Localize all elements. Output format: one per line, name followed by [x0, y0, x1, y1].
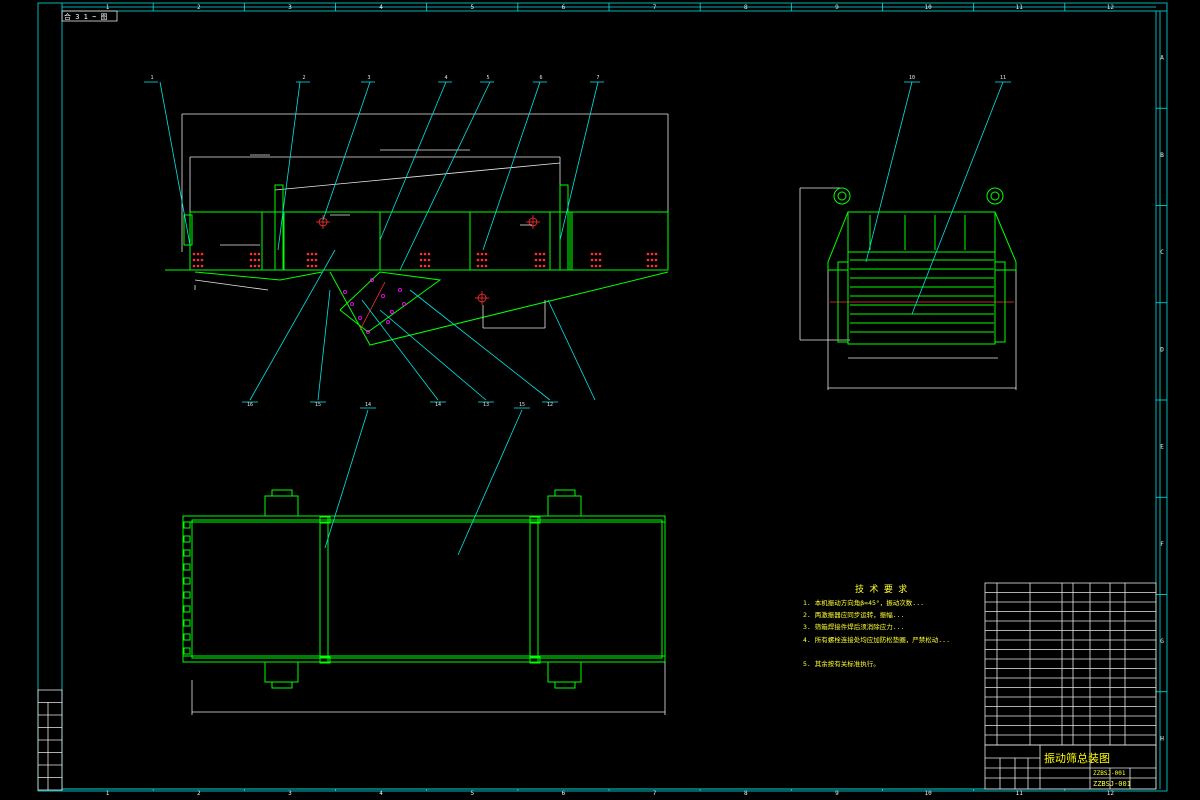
side-callout-label: 11 — [1000, 75, 1006, 81]
tech-note-2: 2. 两激振器应同步运转，振幅... — [803, 610, 904, 619]
zone-right-label: E — [1160, 444, 1164, 451]
zone-top-label: 8 — [744, 4, 748, 11]
side-callout-label: 10 — [909, 75, 915, 81]
zone-bottom-label: 4 — [379, 790, 383, 797]
zone-bottom-label: 11 — [1016, 790, 1024, 797]
zone-bottom-label: 7 — [653, 790, 657, 797]
zone-top-label: 6 — [562, 4, 566, 11]
zone-right-label: F — [1160, 541, 1164, 548]
corner-tag-box — [61, 10, 118, 22]
front-callout-label: 2 — [302, 75, 305, 81]
zone-bottom-label: 3 — [288, 790, 292, 797]
inner-frame — [61, 10, 1157, 790]
tech-note-3: 3. 筛箱焊接件焊后须消除应力... — [803, 622, 904, 631]
zone-right-label: C — [1160, 249, 1164, 256]
title-block: 振动筛总装图 ZZBSJ-001 ZZBSJ-001 — [984, 744, 1157, 790]
zone-bottom-label: 9 — [835, 790, 839, 797]
front-callout-label: 7 — [596, 75, 599, 81]
zone-top-label: 2 — [197, 4, 201, 11]
zone-bottom-label: 8 — [744, 790, 748, 797]
front-callout-bottom-label: 14 — [435, 402, 441, 408]
tech-note-1: 1. 本机振动方向角β=45°，振动次数... — [803, 598, 924, 607]
front-callout-label: 6 — [539, 75, 542, 81]
front-callout-bottom-label: 13 — [483, 402, 489, 408]
tech-note-5: 5. 其余按有关标准执行。 — [803, 659, 880, 668]
zone-top-label: 3 — [288, 4, 292, 11]
side-view: 10 11 — [799, 75, 1017, 390]
vibrator-marks — [316, 215, 540, 305]
zone-bottom-label: 6 — [562, 790, 566, 797]
zone-bottom-label: 12 — [1107, 790, 1115, 797]
zone-right-label: G — [1160, 638, 1164, 645]
front-callout-label: 1 — [150, 75, 153, 81]
zone-bottom-label: 10 — [924, 790, 932, 797]
zone-top-label: 9 — [835, 4, 839, 11]
parts-list — [984, 582, 1157, 746]
zone-ruler-right: A B C D E F G H — [1156, 10, 1167, 789]
front-callout-bottom-label: 16 — [247, 402, 253, 408]
drawing-number: ZZBSJ-001 — [1093, 780, 1131, 788]
plan-view: 14 15 — [182, 402, 666, 715]
zone-right-label: B — [1160, 152, 1164, 159]
tech-notes-title: 技 术 要 求 — [855, 583, 907, 595]
outer-frame — [37, 2, 1168, 792]
drawing-title: 振动筛总装图 — [1044, 751, 1110, 765]
front-callout-bottom-label: 15 — [315, 402, 321, 408]
front-callout-label: 3 — [367, 75, 370, 81]
zone-top-label: 4 — [379, 4, 383, 11]
zone-top-label: 12 — [1107, 4, 1115, 11]
zone-bottom-label: 1 — [106, 790, 110, 797]
front-callout-bottom-label: 12 — [547, 402, 553, 408]
zone-right-label: D — [1160, 346, 1164, 353]
zone-top-label: 1 — [106, 4, 110, 11]
zone-right-label: A — [1160, 55, 1164, 62]
zone-bottom-label: 5 — [470, 790, 474, 797]
drawing-subtitle: ZZBSJ-001 — [1093, 770, 1126, 777]
zone-top-label: 5 — [470, 4, 474, 11]
zone-bottom-label: 2 — [197, 790, 201, 797]
corner-tag: 合 3 1 ~ 图 — [64, 12, 108, 21]
zone-right-label: H — [1160, 735, 1164, 742]
zone-top-label: 11 — [1016, 4, 1024, 11]
tech-note-4: 4. 所有螺栓连接处均应加防松垫圈，严禁松动... — [803, 635, 950, 644]
plan-callout-label: 14 — [365, 402, 371, 408]
front-callout-label: 4 — [444, 75, 447, 81]
front-callout-label: 5 — [486, 75, 489, 81]
zone-top-label: 10 — [924, 4, 932, 11]
zone-top-label: 7 — [653, 4, 657, 11]
technical-requirements: 技 术 要 求 1. 本机振动方向角β=45°，振动次数... 2. 两激振器应… — [803, 583, 950, 668]
revision-table-left — [37, 689, 63, 791]
plan-callout-label: 15 — [519, 402, 525, 408]
